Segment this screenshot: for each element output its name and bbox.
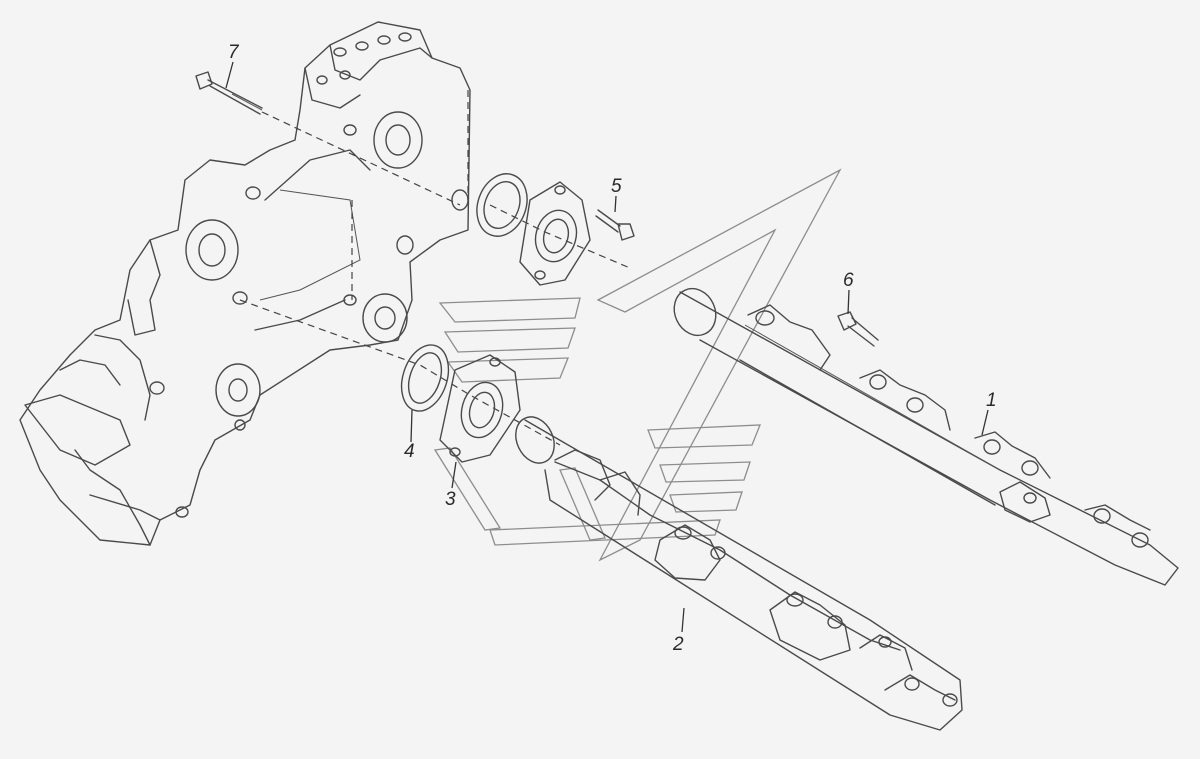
flange-lower [439, 354, 521, 463]
callout-3: 3 [445, 489, 456, 510]
callout-2: 2 [672, 634, 684, 655]
callout-7: 7 [228, 42, 240, 63]
callout-4: 4 [404, 441, 415, 462]
assembly-axis-lower [239, 299, 561, 446]
manifold-pipe-2 [515, 416, 963, 731]
manifold-pipe-1 [673, 287, 1179, 586]
callout-6: 6 [843, 270, 854, 291]
bolt-5 [595, 209, 635, 241]
bolt-7 [195, 71, 263, 115]
timing-case-housing [19, 21, 471, 546]
assembly-axis-upper-right [489, 204, 631, 269]
assembly-axis-upper [261, 111, 461, 206]
leader-lines [225, 61, 989, 633]
callout-5: 5 [611, 176, 622, 197]
bolt-6 [837, 311, 879, 347]
callout-1: 1 [986, 390, 997, 411]
gasket-upper [476, 173, 528, 237]
gasket-lower [400, 344, 450, 412]
flange-upper [519, 181, 591, 286]
